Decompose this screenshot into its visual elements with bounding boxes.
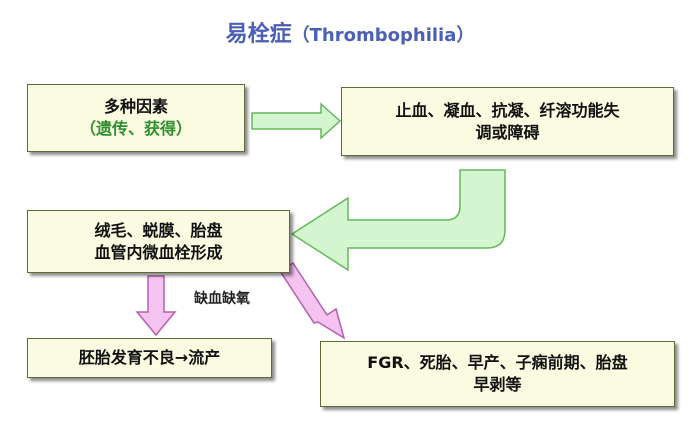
- node-outcomes-line1: FGR、死胎、早产、子痫前期、胎盘: [367, 353, 628, 372]
- title-sub: （Thrombophilia）: [291, 25, 475, 46]
- arrow-factors-to-dysfunction: [251, 102, 342, 140]
- node-thrombus-line2: 血管内微血栓形成: [94, 242, 223, 262]
- node-factors-line2: （遗传、获得）: [79, 119, 192, 138]
- arrow-dysfunction-to-thrombus: [290, 169, 506, 272]
- node-abortion: 胚胎发育不良→流产: [27, 338, 272, 378]
- node-factors-line1: 多种因素: [103, 97, 168, 116]
- node-abortion-line1: 胚胎发育不良→流产: [78, 348, 221, 367]
- diagram-title: 易栓症（Thrombophilia）: [0, 16, 700, 48]
- title-main: 易栓症: [225, 22, 292, 47]
- node-thrombus: 绒毛、蜕膜、胎盘 血管内微血栓形成: [27, 210, 290, 273]
- node-outcomes-line2: 早剥等: [473, 375, 522, 394]
- node-thrombus-line1: 绒毛、蜕膜、胎盘: [94, 220, 223, 240]
- node-factors: 多种因素 （遗传、获得）: [27, 84, 245, 152]
- arrow-thrombus-to-outcomes: [278, 261, 346, 340]
- node-dysfunction: 止血、凝血、抗凝、纤溶功能失 调或障碍: [341, 87, 674, 156]
- arrow-thrombus-to-abortion: [135, 275, 177, 337]
- node-dysfunction-line1: 止血、凝血、抗凝、纤溶功能失: [395, 100, 620, 120]
- edge-label-ischemia: 缺血缺氧: [194, 291, 250, 307]
- node-dysfunction-line2: 调或障碍: [475, 122, 540, 142]
- node-outcomes: FGR、死胎、早产、子痫前期、胎盘 早剥等: [320, 341, 675, 407]
